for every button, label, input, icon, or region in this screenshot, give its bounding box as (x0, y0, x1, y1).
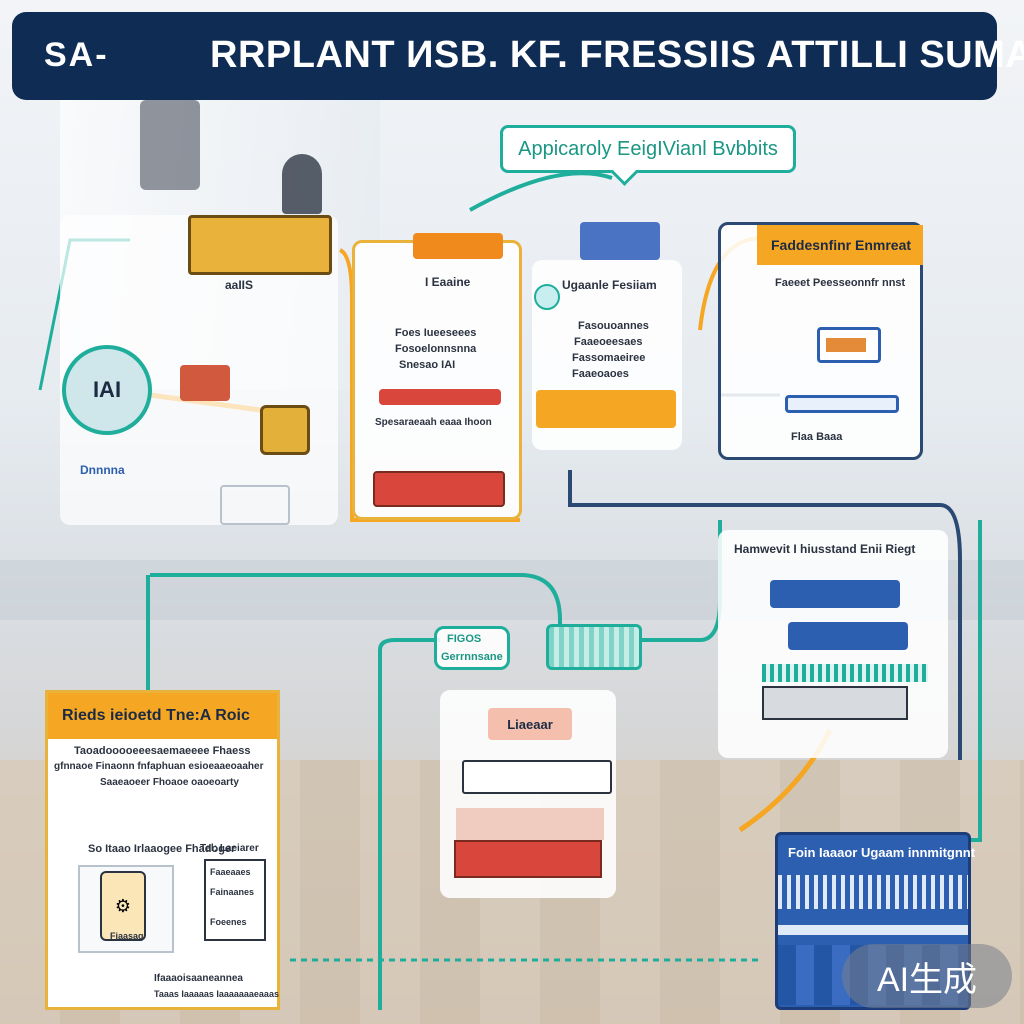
background-person (282, 154, 322, 214)
connector-teal-5 (970, 520, 982, 842)
header-banner: SA- RRPLANT ИSB. KF. FRESSIIS ATTILLI SU… (12, 12, 1024, 100)
panel-c-footer-label: Flaa Baaa (791, 431, 843, 443)
panel-e-list-item-1: Faaeaaes (210, 867, 251, 877)
connector-teal-1 (150, 573, 562, 640)
panel-d: Hamwevit I hiusstand Enii Riegt (718, 530, 948, 758)
center-panel-input (462, 760, 612, 794)
connector-teal-7 (469, 171, 613, 212)
panel-a-line-3: Snesao IAI (399, 359, 456, 371)
process-label-line-1: FIGOS (447, 633, 482, 645)
panel-a: I Eaaine Foes Iueeseees Fosoelonnsnna Sn… (352, 233, 522, 520)
panel-f-divider (778, 925, 968, 935)
machine-gear-part (260, 405, 310, 455)
panel-b-circle-icon (534, 284, 560, 310)
panel-d-blue-bar-1 (770, 580, 900, 608)
machine-top-block (188, 215, 332, 275)
process-orange-block (536, 390, 676, 428)
panel-a-tab (413, 233, 503, 259)
panel-e-line-2: gfnnaoe Finaonn fnfaphuan esioeaaeoaaher (54, 761, 264, 772)
machine-badge-label: aaIIS (225, 278, 254, 292)
panel-b-line-2: Faaeoeesaes (574, 336, 643, 348)
panel-e-list-item-3: Foeenes (210, 917, 247, 927)
panel-e-device-icon: ⚙ (100, 871, 146, 941)
center-panel: Liaeaar (440, 690, 616, 898)
panel-c: Faddesnfinr Enmreat Faeeet Peesseonnfr n… (718, 222, 923, 460)
panel-e-tab: Rieds ieioetd Tne:A Roic (48, 693, 277, 739)
panel-b-line-4: Faaeoaoes (572, 368, 629, 380)
center-panel-tag: Liaeaar (488, 708, 572, 740)
panel-a-heading: I Eaaine (425, 275, 471, 289)
panel-e: Rieds ieioetd Tne:A Roic Taoadooooeeesae… (45, 690, 280, 1010)
connector-teal-4 (640, 520, 722, 642)
panel-a-line-2: Fosoelonnsnna (395, 343, 477, 355)
panel-e-footer-line-2: Taaas Iaaaaas Iaaaaaaaeaaas (154, 989, 279, 999)
panel-b-line-1: Fasouoannes (578, 320, 649, 332)
process-label-line-2: Gerrnnsane (441, 651, 503, 663)
gauge-circle-icon: IAI (62, 345, 152, 435)
process-teal-block (546, 624, 642, 670)
panel-b-heading: Ugaanle Fesiiam (562, 278, 657, 292)
panel-f-striped-band (778, 875, 968, 909)
callout-bubble: Appicaroly EeigIVianl Bvbbits (500, 125, 796, 173)
panel-a-red-block (373, 471, 505, 507)
panel-d-blue-bar-2 (788, 622, 908, 650)
panel-b-line-3: Fassomaeiree (572, 352, 646, 364)
panel-e-line-1: Taoadooooeeesaemaeeee Fhaess (74, 745, 251, 757)
panel-c-monitor-icon (817, 327, 881, 363)
panel-a-section-label: Spesaraeaah eaaa Ihoon (375, 417, 492, 428)
background-lamp (140, 100, 200, 190)
panel-d-striped-bar (762, 664, 928, 682)
panel-e-list-item-2: Fainaanes (210, 887, 255, 897)
panel-e-subheading-right: Tel: Laeiarer (200, 843, 259, 854)
machine-base-box (220, 485, 290, 525)
panel-e-icon-label: Fiaasag (110, 931, 144, 941)
panel-e-list-box: Faaeaaes Fainaanes Foeenes (204, 859, 266, 941)
center-panel-red-block (454, 840, 602, 878)
connector-navy-1 (568, 470, 962, 760)
ai-generated-badge: AI生成 (842, 944, 1012, 1008)
panel-f-heading: Foin Iaaaor Ugaam innmitgnnt (788, 845, 976, 860)
panel-c-monitor-screen (826, 338, 866, 352)
panel-a-red-bar (379, 389, 501, 405)
panel-e-subheading: So Itaao Irlaaogee Fhadoger (88, 843, 236, 855)
panel-c-tab: Faddesnfinr Enmreat (757, 225, 923, 265)
header-title: RRPLANT ИSB. KF. FRESSIIS ATTILLI SUMAIP (210, 34, 1024, 76)
panel-a-line-1: Foes Iueeseees (395, 327, 477, 339)
panel-c-input-bar (785, 395, 899, 413)
machine-red-part (180, 365, 230, 401)
header-short-label: SA- (44, 36, 109, 74)
panel-machine: aaIIS IAI Dnnnna (60, 215, 338, 525)
panel-e-line-3: Saaeaoeer Fhoaoe oaoeoarty (100, 777, 239, 788)
panel-d-heading: Hamwevit I hiusstand Enii Riegt (734, 542, 916, 556)
center-panel-pink-bar (456, 808, 604, 840)
process-label-box: FIGOS Gerrnnsane (434, 626, 510, 670)
panel-b-tab (580, 222, 660, 260)
panel-e-footer-line-1: Ifaaaoisaaneannea (154, 973, 243, 984)
machine-sub-label: Dnnnna (80, 463, 125, 477)
connector-teal-3 (378, 638, 440, 1010)
panel-d-box (762, 686, 908, 720)
panel-e-illustration: ⚙ Fiaasag (78, 865, 174, 953)
panel-c-heading: Faeeet Peesseonnfr nnst (775, 277, 906, 289)
